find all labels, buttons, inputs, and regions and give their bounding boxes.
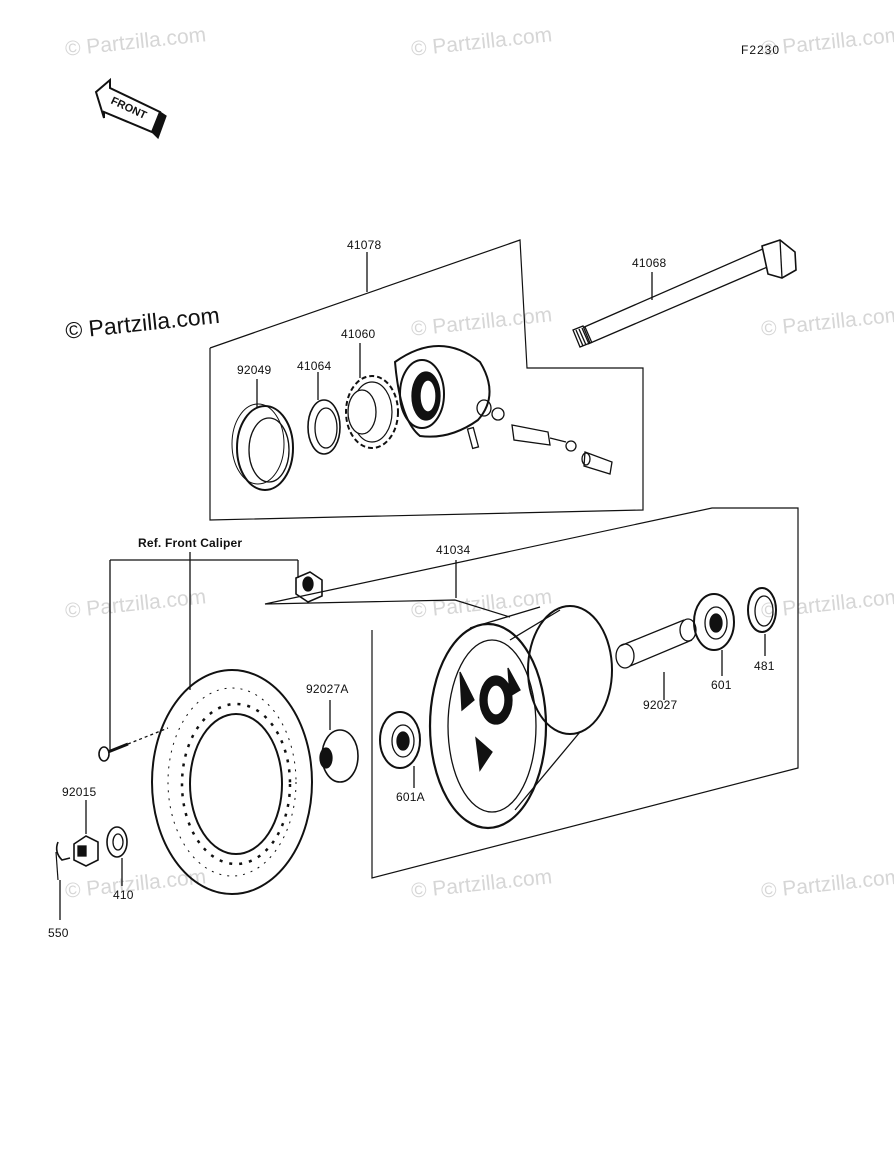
- washer-410: [106, 826, 128, 886]
- pinion-gear: [511, 424, 551, 446]
- collar-92027A: [319, 700, 359, 783]
- part-number-92015: 92015: [62, 785, 97, 799]
- pin: [466, 426, 480, 450]
- cable-fitting: [583, 451, 613, 475]
- part-number-92027: 92027: [643, 698, 678, 712]
- part-number-92027A: 92027A: [306, 682, 349, 696]
- disc-bolt: [98, 727, 169, 762]
- oil-seal-92049: [231, 379, 294, 491]
- part-number-601: 601: [711, 678, 732, 692]
- retainer-41064: [307, 372, 341, 455]
- bearing-601: [693, 593, 735, 676]
- spacer-92027: [615, 618, 697, 700]
- part-number-410: 410: [113, 888, 134, 902]
- wheel-hub-41034: [428, 605, 613, 830]
- part-number-92049: 92049: [237, 363, 272, 377]
- part-number-550: 550: [48, 926, 69, 940]
- gear-41060: [345, 343, 399, 449]
- bearing-601A: [379, 711, 421, 788]
- part-number-601A: 601A: [396, 790, 425, 804]
- part-number-41068: 41068: [632, 256, 667, 270]
- part-number-41064: 41064: [297, 359, 332, 373]
- group-outline-41078: [209, 239, 644, 521]
- front-arrow-icon: FRONT: [94, 77, 167, 140]
- reference-front-caliper: Ref. Front Caliper: [138, 536, 243, 550]
- gear-housing: [393, 345, 492, 438]
- castle-nut-92015: [73, 800, 99, 867]
- part-number-41078: 41078: [347, 238, 382, 252]
- group-outline-41034: [264, 507, 799, 879]
- nut: [295, 571, 323, 603]
- diagram-code: F2230: [741, 43, 781, 57]
- cotter-pin-550: [55, 841, 71, 920]
- washer: [491, 407, 505, 421]
- part-number-41060: 41060: [341, 327, 376, 341]
- circlip-481: [747, 587, 777, 656]
- part-number-481: 481: [754, 659, 775, 673]
- part-number-41034: 41034: [436, 543, 471, 557]
- axle-41068: [572, 239, 797, 348]
- brake-disc: [151, 669, 313, 895]
